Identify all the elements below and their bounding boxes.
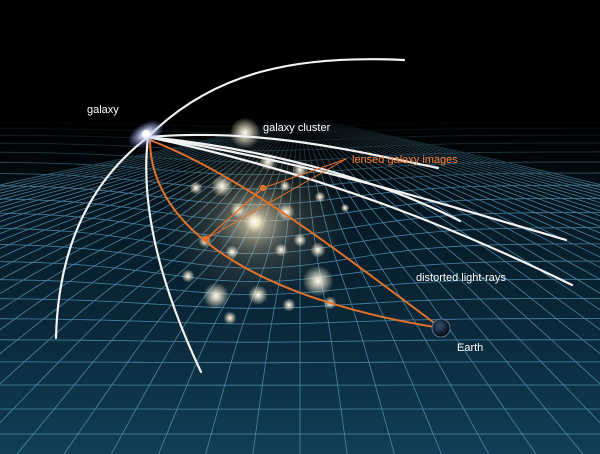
- cluster-member-galaxy: [229, 117, 261, 149]
- cluster-member-galaxy: [314, 191, 326, 203]
- cluster-member-galaxy: [310, 242, 326, 258]
- cluster-member-galaxy: [277, 203, 295, 221]
- cluster-member-galaxy: [181, 269, 195, 283]
- lensed-image-dot-1: [259, 184, 267, 192]
- distorted-ray-3: [146, 135, 568, 242]
- distorted-ray-1: [146, 133, 440, 170]
- cluster-member-galaxy: [223, 311, 237, 325]
- lensed-galaxy-images-label: lensed galaxy images: [352, 154, 458, 166]
- earth: [431, 318, 451, 338]
- cluster-member-galaxy: [248, 285, 268, 305]
- lensed-image-dot-2: [202, 235, 210, 243]
- galaxy-cluster: [160, 117, 350, 325]
- lensed-paths: [149, 139, 442, 329]
- distorted-light-rays-label: distorted light-rays: [416, 272, 506, 284]
- cluster-member-galaxy: [340, 203, 350, 213]
- distorted-ray-2: [146, 135, 462, 223]
- callout-line-1: [262, 158, 347, 189]
- light-rays: [54, 58, 574, 374]
- cluster-member-galaxy: [211, 175, 233, 197]
- galaxy-label: galaxy: [87, 104, 119, 116]
- cluster-member-galaxy: [282, 298, 296, 312]
- ray-arc-lower-left: [145, 135, 203, 374]
- lensed-path-upper: [149, 139, 442, 329]
- cluster-member-galaxy: [225, 245, 239, 259]
- cluster-member-galaxy: [189, 181, 203, 195]
- source-galaxy: [127, 120, 165, 148]
- lensed-connector: [205, 187, 264, 240]
- cluster-member-galaxy: [274, 243, 288, 257]
- distorted-ray-4: [146, 135, 574, 287]
- callout-line-2: [205, 158, 347, 240]
- lensed-path-lower: [149, 139, 442, 329]
- ray-arc-left: [54, 135, 150, 340]
- cluster-member-galaxy: [293, 233, 307, 247]
- ray-arc-upper: [146, 58, 406, 139]
- cluster-member-galaxy: [279, 180, 291, 192]
- cluster-member-galaxy: [302, 265, 334, 297]
- galaxy-cluster-label: galaxy cluster: [263, 122, 331, 134]
- earth-label: Earth: [457, 342, 483, 354]
- cluster-member-galaxy: [202, 282, 230, 310]
